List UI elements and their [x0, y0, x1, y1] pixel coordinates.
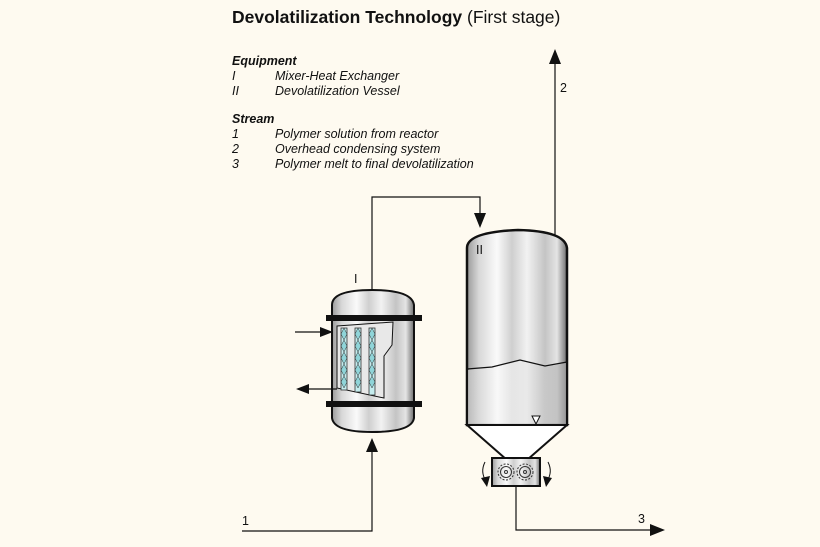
stream-2-line: 2: [549, 49, 567, 240]
equipment-heading: Equipment: [232, 54, 297, 68]
gear-pump: [481, 457, 552, 487]
static-mixer-elements: [340, 327, 376, 396]
legend-equipment-item: II Devolatilization Vessel: [232, 84, 400, 98]
level-indicator-icon: [531, 415, 541, 426]
stream-2-label: 2: [560, 81, 567, 95]
mixer-heat-exchanger: I: [326, 272, 422, 434]
vessel-label: II: [476, 243, 483, 257]
lower-flange: [326, 401, 422, 407]
legend-stream-item: 3 Polymer melt to final devolatilization: [232, 157, 474, 171]
stream-3-label: 3: [638, 512, 645, 526]
legend: Equipment I Mixer-Heat Exchanger II Devo…: [232, 54, 474, 172]
heating-medium-outlet: [296, 384, 337, 394]
stream-1-line: 1: [242, 438, 378, 532]
legend-stream-item: 1 Polymer solution from reactor: [232, 127, 439, 141]
gear-icon: [497, 463, 534, 481]
upper-flange: [326, 315, 422, 321]
stream-1-label: 1: [242, 514, 249, 528]
legend-stream-item: 2 Overhead condensing system: [232, 142, 441, 156]
diagram-title: Devolatilization Technology (First stage…: [232, 7, 560, 28]
mixer-label: I: [354, 272, 357, 286]
title-main: Devolatilization Technology: [232, 7, 463, 27]
title-sub: (First stage): [467, 7, 561, 27]
stream-heading: Stream: [232, 112, 275, 126]
mixer-to-vessel-line: [371, 196, 486, 290]
stream-3-line: 3: [515, 486, 665, 536]
legend-equipment-item: I Mixer-Heat Exchanger: [232, 69, 400, 83]
devolatilization-vessel: II: [464, 228, 570, 461]
heating-medium-inlet: [295, 327, 333, 337]
